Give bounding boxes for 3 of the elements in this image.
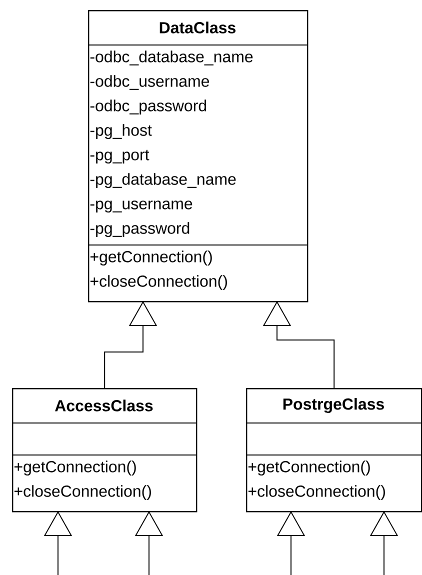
class-box: PostrgeClass +getConnection() +closeConnection() — [246, 388, 422, 512]
class-box: DataClass -odbc_database_name -odbc_username -odbc_password -pg_host -pg_port -pg_database_name -pg_username -pg_password +getConnection() +closeConnection() — [88, 10, 308, 302]
class-box: AccessClass +getConnection() +closeConnection() — [12, 388, 198, 512]
